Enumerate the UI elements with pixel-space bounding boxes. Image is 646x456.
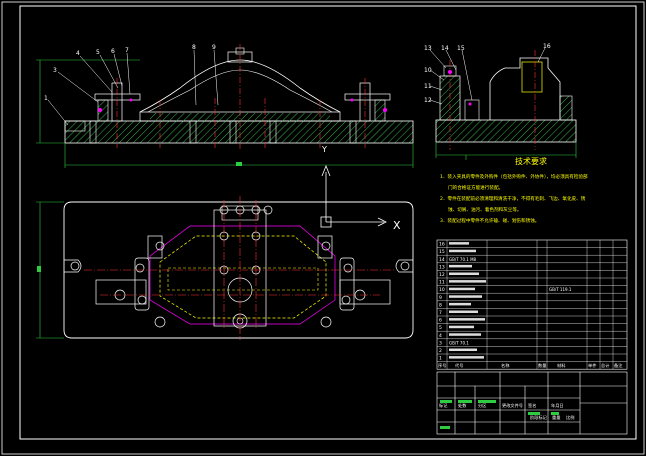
parts-header-cell: 备注: [614, 362, 623, 369]
parts-row-number: 1: [439, 356, 442, 362]
tech-line-5: 3．装配过程中零件不允许磕、碰、划伤和锈蚀。: [440, 217, 539, 224]
parts-row-code-mark: [449, 318, 485, 321]
tb-label-zone: 分区: [478, 402, 486, 409]
balloon-front-7: 7: [125, 47, 129, 54]
parts-row-number: 13: [439, 264, 445, 270]
parts-row-code-mark: [449, 242, 469, 245]
parts-row-code-mark: [449, 264, 472, 268]
parts-header-cell: 名称: [501, 362, 509, 369]
balloon-side-15: 15: [457, 45, 465, 52]
tb-label-mark: 标记: [439, 402, 448, 409]
parts-row-code-mark: [449, 272, 479, 275]
axis-label-x: X: [393, 219, 401, 232]
tb-weight: 重量: [552, 414, 560, 421]
tech-line-3: 2．零件在装配前必须清理和清洗干净，不得有毛刺、飞边、氧化皮、锈: [440, 195, 586, 202]
view-arrow-label: Y: [321, 145, 327, 154]
tb-label-change-doc: 更改文件号: [502, 402, 523, 409]
parts-row-code-mark: [449, 356, 484, 359]
tb-scale: 比例: [566, 414, 574, 421]
parts-row-name: GB/T 70.1 M8: [449, 257, 477, 262]
parts-row-code-mark: [449, 295, 482, 298]
parts-row-material: GB/T 119.1: [549, 287, 572, 292]
balloon-front-8: 8: [192, 44, 196, 51]
tb-label-count: 处数: [458, 402, 467, 409]
parts-row-code-mark: [449, 302, 471, 306]
balloon-front-3: 3: [53, 67, 57, 74]
parts-row-number: 11: [439, 280, 445, 286]
parts-header-cell: 序号: [438, 362, 446, 369]
balloon-side-10: 10: [424, 67, 432, 74]
top-view: [36, 196, 414, 340]
parts-row-number: 7: [439, 310, 442, 316]
title-block-labels: 标记 处数 分区 更改文件号 签名 年月日 阶段标记 重量 比例: [439, 402, 574, 421]
balloon-front-9: 9: [212, 44, 216, 51]
parts-row-number: 14: [439, 257, 445, 263]
parts-row-number: 16: [439, 242, 445, 248]
parts-row-number: 5: [439, 325, 442, 331]
parts-row-code-mark: [449, 280, 486, 283]
side-view: [429, 47, 577, 160]
tb-label-date: 年月日: [551, 402, 564, 409]
balloon-side-12: 12: [424, 97, 432, 104]
parts-row-number: 9: [439, 295, 442, 301]
parts-row-number: 15: [439, 249, 445, 255]
balloon-front-1: 1: [44, 95, 48, 102]
ucs-axis-icon: [320, 164, 387, 228]
parts-header-cell: 数量: [538, 362, 546, 369]
parts-row-code-mark: [449, 249, 476, 253]
parts-row-code-mark: [449, 348, 477, 351]
parts-row-number: 12: [439, 272, 445, 278]
balloon-side-13: 13: [424, 45, 432, 52]
parts-row-code-mark: [449, 310, 478, 313]
parts-row-name: GB/T 70.1: [449, 340, 469, 345]
balloon-side-14: 14: [441, 45, 449, 52]
title-block-green-marks: [440, 400, 559, 429]
front-view: [36, 44, 414, 168]
parts-row-number: 2: [439, 348, 442, 354]
tb-stage: 阶段标记: [530, 414, 548, 421]
balloon-side-11: 11: [424, 83, 432, 90]
parts-row-code-mark: [449, 333, 481, 336]
tech-line-4: 蚀、切屑、油污、着色剂和灰尘等。: [448, 206, 522, 213]
tech-requirements-title: 技术要求: [515, 156, 547, 166]
tech-requirements: 技术要求 1．装入夹具的零件及外购件（包括外购件、外协件），均必须具有检验部 门…: [440, 156, 588, 224]
parts-header-cell: 单件: [588, 362, 596, 369]
parts-header-cell: 材料: [557, 362, 566, 369]
parts-row-number: 10: [439, 287, 445, 293]
balloon-front-6: 6: [111, 48, 115, 55]
parts-row-code-mark: [449, 287, 475, 291]
parts-header-cell: 总计: [601, 362, 609, 369]
parts-header-cell: 代号: [455, 362, 463, 369]
front-balloons: 1 3 4 5 6 7 8 9: [44, 44, 216, 102]
tech-line-1: 1．装入夹具的零件及外购件（包括外购件、外协件），均必须具有检验部: [440, 173, 588, 180]
balloon-front-4: 4: [76, 50, 80, 57]
parts-row-code-mark: [449, 325, 474, 329]
parts-table-frame: [436, 239, 628, 370]
tb-label-sign: 签名: [528, 402, 536, 409]
parts-row-number: 3: [439, 340, 442, 346]
parts-row-number: 8: [439, 302, 442, 308]
tech-line-2: 门的合格证方能进行装配。: [448, 184, 503, 191]
balloon-front-5: 5: [96, 49, 100, 56]
side-balloons: 13 14 15 16 10 11 12: [424, 43, 551, 104]
parts-row-number: 4: [439, 333, 442, 339]
balloon-side-16: 16: [543, 43, 551, 50]
title-block: [436, 371, 628, 435]
parts-row-number: 6: [439, 318, 442, 324]
